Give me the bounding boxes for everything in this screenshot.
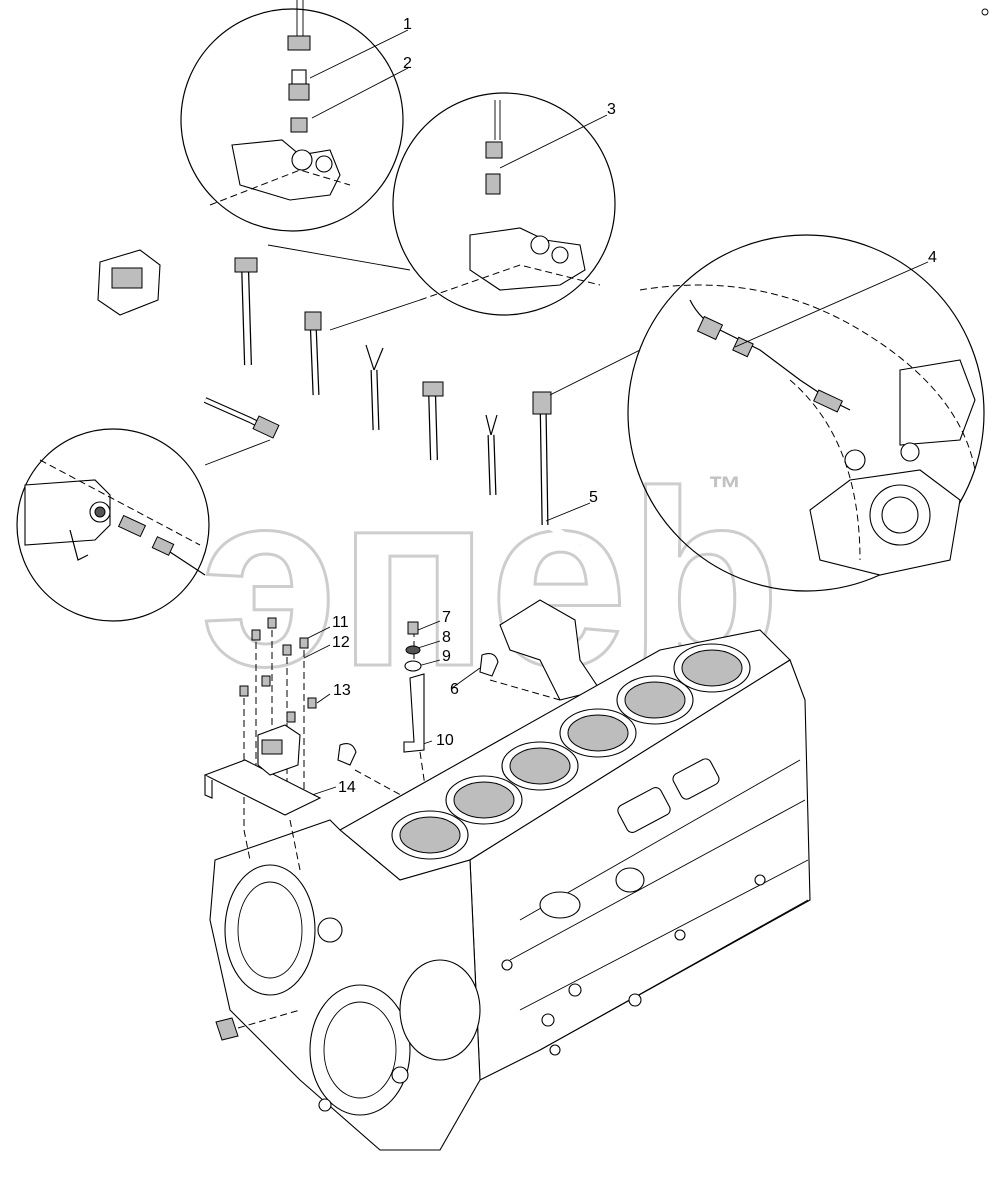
callout-8: 8 [442, 629, 451, 646]
callout-10: 10 [436, 732, 454, 749]
detail-circle-top-left [180, 0, 404, 232]
callout-3: 3 [607, 101, 616, 118]
callout-1: 1 [403, 16, 412, 33]
callout-labels: 1 2 3 4 5 6 7 8 9 10 11 12 13 14 [332, 16, 937, 796]
callout-2: 2 [403, 55, 412, 72]
callout-13: 13 [333, 682, 351, 699]
corner-mark [981, 8, 989, 16]
trademark-symbol: ™ [708, 470, 742, 508]
cylinder-bores [391, 643, 751, 860]
detail-circle-top-middle [392, 92, 616, 316]
detail-circle-left [16, 428, 210, 622]
callout-14: 14 [338, 779, 356, 796]
callout-5: 5 [589, 489, 598, 506]
bracket-assembly [203, 599, 601, 830]
detail-circle-right [627, 234, 985, 592]
callout-9: 9 [442, 648, 451, 665]
leader-lines [204, 29, 929, 796]
callout-7: 7 [442, 609, 451, 626]
callout-11: 11 [332, 614, 349, 631]
engine-block [209, 629, 811, 1151]
wiring-harness [97, 249, 582, 548]
callout-6: 6 [450, 681, 459, 698]
callout-4: 4 [928, 249, 937, 266]
callout-12: 12 [332, 634, 350, 651]
